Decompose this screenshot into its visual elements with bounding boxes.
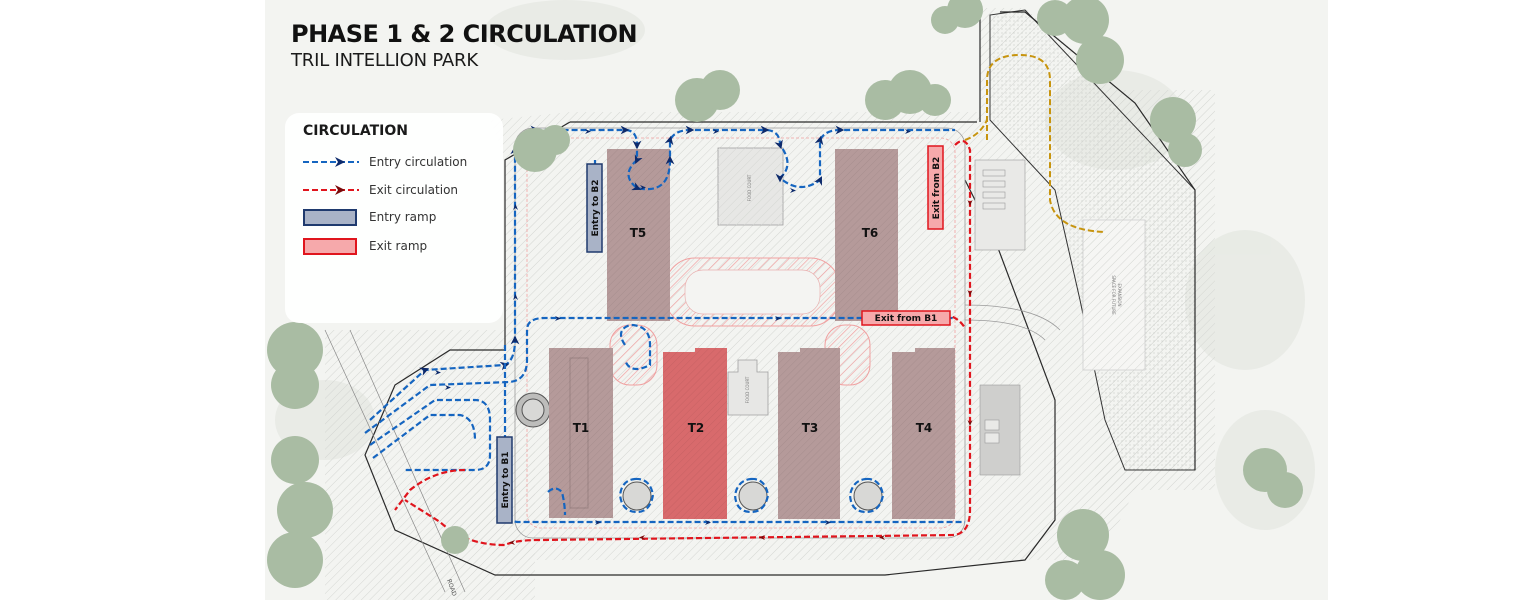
exit-ramp-icon: [303, 237, 359, 255]
legend-item-entry-circulation: Entry circulation: [303, 153, 467, 171]
tower-label-t6: T6: [862, 226, 879, 240]
tower-t3: T3: [778, 348, 840, 519]
exit-arrows: [509, 200, 973, 545]
tower-t5: T5: [607, 149, 670, 321]
legend-title: CIRCULATION: [303, 123, 408, 139]
entry-ramp-icon: [303, 208, 359, 226]
entry-circulation-icon: [303, 154, 359, 170]
exit-ramp-b2: Exit from B2: [927, 145, 944, 230]
tower-label-t5: T5: [630, 226, 647, 240]
service-road-path: [986, 53, 1106, 233]
site-plan: SPACE FOR FUTURE EXPANSION: [267, 0, 1315, 600]
future-expansion-label-2: EXPANSION: [1117, 283, 1122, 306]
trees: [267, 0, 1303, 600]
food-court-label-2: FOOD COURT: [745, 376, 750, 403]
entry-ramp-b2: Entry to B2: [586, 163, 603, 253]
exit-b2-label: Exit from B2: [932, 157, 942, 220]
entry-ramp-b1: Entry to B1: [496, 436, 513, 524]
entry-b1-label: Entry to B1: [501, 451, 511, 508]
tower-label-t4: T4: [916, 421, 933, 435]
legend-label: Entry circulation: [369, 155, 468, 169]
tower-label-t3: T3: [802, 421, 819, 435]
site-plan-canvas: SPACE FOR FUTURE EXPANSION: [265, 0, 1328, 600]
tower-t1: T1: [549, 348, 613, 518]
exit-b1-label: Exit from B1: [875, 314, 938, 324]
food-court-north: FOOD COURT: [717, 147, 784, 226]
legend-label: Exit circulation: [369, 183, 459, 197]
legend-item-exit-circulation: Exit circulation: [303, 181, 458, 199]
page-subtitle: TRIL INTELLION PARK: [291, 50, 478, 71]
entry-arrows: [435, 129, 911, 525]
legend-item-entry-ramp: Entry ramp: [303, 208, 436, 226]
drop-off-circles: [515, 392, 883, 511]
tower-label-t1: T1: [573, 421, 590, 435]
food-court-label: FOOD COURT: [747, 174, 752, 201]
exit-circulation-icon: [303, 182, 359, 198]
future-expansion-zone: SPACE FOR FUTURE EXPANSION: [989, 9, 1196, 471]
entry-b2-label: Entry to B2: [591, 179, 601, 236]
exit-ramp-b1: Exit from B1: [861, 310, 951, 326]
legend-label: Exit ramp: [369, 239, 428, 253]
tower-t6: T6: [835, 149, 898, 321]
tower-label-t2: T2: [688, 421, 705, 435]
page-title: PHASE 1 & 2 CIRCULATION: [291, 20, 638, 48]
service-blocks: [974, 159, 1026, 476]
tower-t2: T2: [663, 348, 727, 519]
legend-label: Entry ramp: [369, 210, 437, 224]
legend-item-exit-ramp: Exit ramp: [303, 237, 427, 255]
future-expansion-label: SPACE FOR FUTURE: [1111, 275, 1116, 315]
site-boundary: [324, 11, 1196, 593]
legend: CIRCULATION Entry circulation Exit circu…: [285, 113, 503, 323]
tower-t4: T4: [892, 348, 955, 519]
